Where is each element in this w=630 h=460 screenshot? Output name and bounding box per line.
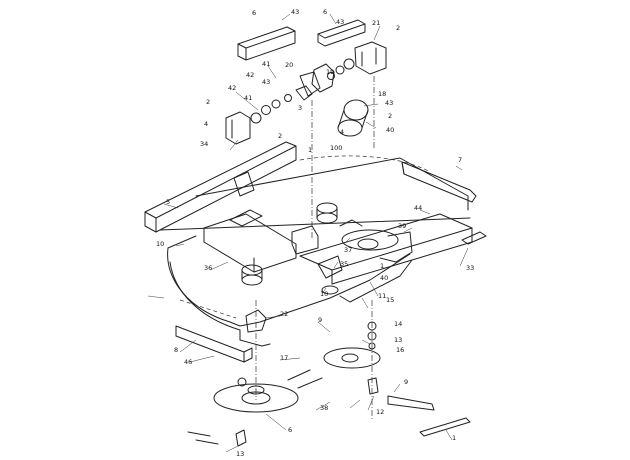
- callout-c-34: 34: [200, 140, 208, 148]
- callout-c-38: 38: [320, 404, 328, 412]
- callout-c-35: 35: [340, 260, 348, 268]
- callout-c-42-a: 42: [246, 71, 254, 79]
- callout-c-19: 19: [326, 68, 334, 76]
- lower-left-blade-assembly: [187, 377, 299, 447]
- callout-c-2-c: 2: [278, 132, 282, 140]
- callout-c-100: 100: [330, 144, 342, 152]
- callout-c-9: 9: [318, 316, 322, 324]
- right-spindle-bracket: [299, 41, 387, 97]
- callout-c-14: 14: [394, 320, 402, 328]
- callout-c-4-l: 4: [204, 120, 208, 128]
- center-spindle-housing: [291, 202, 343, 295]
- callout-c-43-b: 43: [262, 78, 270, 86]
- callout-c-15: 15: [386, 296, 394, 304]
- callout-c-41-a: 41: [262, 60, 270, 68]
- callout-c-17: 17: [280, 354, 288, 362]
- right-deck-pulley: [339, 219, 413, 263]
- right-skid-bar: [401, 161, 477, 203]
- callout-c-2-r: 2: [388, 112, 392, 120]
- callout-c-4-r: 4: [340, 128, 344, 136]
- callout-c-39: 39: [398, 222, 406, 230]
- callout-c-11: 11: [378, 292, 386, 300]
- callout-c-40-r: 40: [386, 126, 394, 134]
- left-spindle-bracket: [225, 85, 313, 145]
- callout-c-40-c: 40: [380, 274, 388, 282]
- lower-right-blade-assembly: [323, 321, 435, 411]
- callout-c-46: 46: [184, 358, 192, 366]
- callout-c-6-b: 6: [288, 426, 292, 434]
- callout-c-42-b: 42: [228, 84, 236, 92]
- top-left-blade-guard: [237, 26, 296, 61]
- callout-c-12: 12: [376, 408, 384, 416]
- side-plate-small: [461, 231, 487, 245]
- pulley-cylinder: [337, 99, 369, 137]
- mower-deck-frame: [144, 141, 473, 285]
- callout-c-1-c: 1: [380, 262, 384, 270]
- callout-c-16: 16: [396, 346, 404, 354]
- callout-c-10-b: 10: [320, 290, 328, 298]
- callout-c-44: 44: [414, 204, 422, 212]
- callout-c-21: 21: [372, 19, 380, 27]
- callout-c-33: 33: [466, 264, 474, 272]
- callout-c-13-b: 13: [236, 450, 244, 458]
- callout-c-1-b: 1: [452, 434, 456, 442]
- callout-c-2-l: 2: [206, 98, 210, 106]
- callout-c-5: 5: [166, 198, 170, 206]
- callout-c-8: 8: [174, 346, 178, 354]
- callout-c-2-tr: 2: [396, 24, 400, 32]
- callout-c-3: 3: [298, 104, 302, 112]
- blade-left-bottom: [287, 369, 323, 389]
- callout-c-13: 13: [394, 336, 402, 344]
- blade-right-bottom: [419, 417, 471, 437]
- callout-c-1-f: 1: [308, 146, 312, 154]
- callout-c-6-left: 6: [252, 9, 256, 17]
- callout-c-43-r: 43: [385, 99, 393, 107]
- bottom-skid-bar: [175, 325, 253, 363]
- callout-c-36: 36: [204, 264, 212, 272]
- callout-c-6-mid: 6: [323, 8, 327, 16]
- left-deck-pulley: [241, 264, 267, 333]
- callout-c-41-b: 41: [244, 94, 252, 102]
- mower-deck-shell: [167, 155, 431, 347]
- top-right-blade-guard: [317, 19, 366, 47]
- callout-c-9-b: 9: [404, 378, 408, 386]
- callout-c-37: 37: [344, 246, 352, 254]
- callout-c-43-top: 43: [291, 8, 299, 16]
- callout-c-18: 18: [378, 90, 386, 98]
- callout-c-7: 7: [458, 156, 462, 164]
- callout-c-10: 10: [156, 240, 164, 248]
- callout-c-22: 22: [280, 310, 288, 318]
- callout-c-43-mid: 43: [336, 18, 344, 26]
- callout-c-20: 20: [285, 61, 293, 69]
